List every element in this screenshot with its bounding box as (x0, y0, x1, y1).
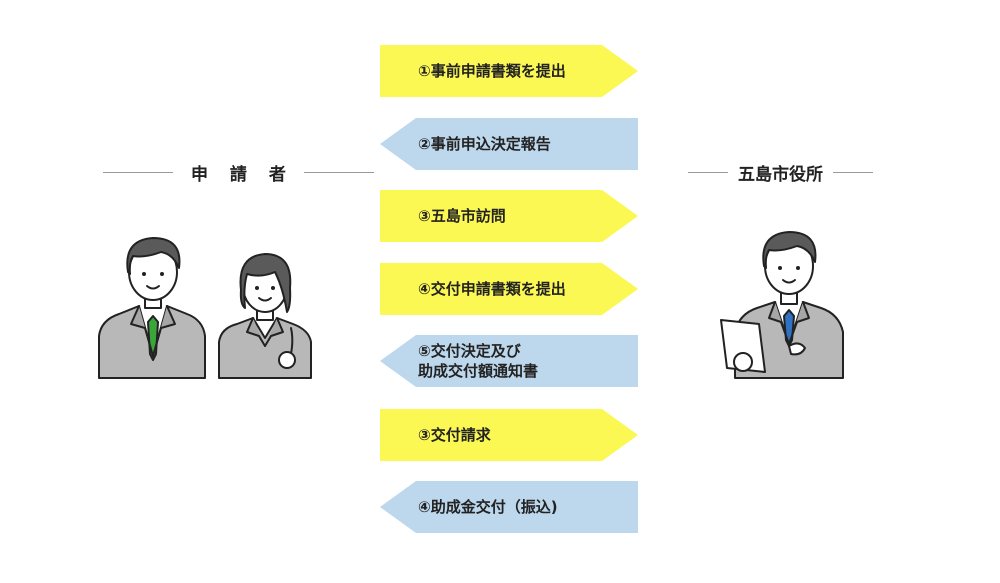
step-arrow-3: ③五島市訪問 (380, 190, 638, 242)
woman-hair (239, 253, 292, 313)
step-arrow-6: ③交付請求 (380, 409, 638, 461)
heading-divider-left (103, 171, 173, 173)
city-office-label: 五島市役所 (738, 164, 823, 185)
applicant-heading: 申 請 者 (103, 160, 374, 185)
step-label-2: ②事前申込決定報告 (418, 135, 551, 153)
step-arrow-4: ④交付申請書類を提出 (380, 263, 638, 315)
step-arrow-2: ②事前申込決定報告 (380, 118, 638, 170)
city-office-heading: 五島市役所 (688, 160, 873, 185)
step-arrow-1: ①事前申請書類を提出 (380, 45, 638, 97)
heading-divider-left (688, 171, 728, 173)
applicant-illustration (98, 237, 312, 379)
heading-divider-right (833, 171, 873, 173)
step-label-7: ④助成金交付（振込) (418, 498, 558, 516)
tablet (720, 319, 766, 373)
step-arrow-5: ⑤交付決定及び 助成交付額通知書 (380, 335, 638, 387)
staff-hair (762, 231, 817, 269)
staff-tie (783, 309, 795, 347)
man-hair (126, 237, 181, 275)
applicant-label: 申 請 者 (191, 164, 294, 185)
heading-divider-right (303, 171, 374, 173)
step-label-4: ④交付申請書類を提出 (418, 280, 566, 298)
step-label-3: ③五島市訪問 (418, 207, 506, 225)
city-office-illustration (720, 231, 844, 379)
step-label-5: ⑤交付決定及び 助成交付額通知書 (418, 342, 539, 380)
step-label-1: ①事前申請書類を提出 (418, 62, 566, 80)
step-label-6: ③交付請求 (418, 426, 491, 444)
step-arrow-7: ④助成金交付（振込) (380, 481, 638, 533)
